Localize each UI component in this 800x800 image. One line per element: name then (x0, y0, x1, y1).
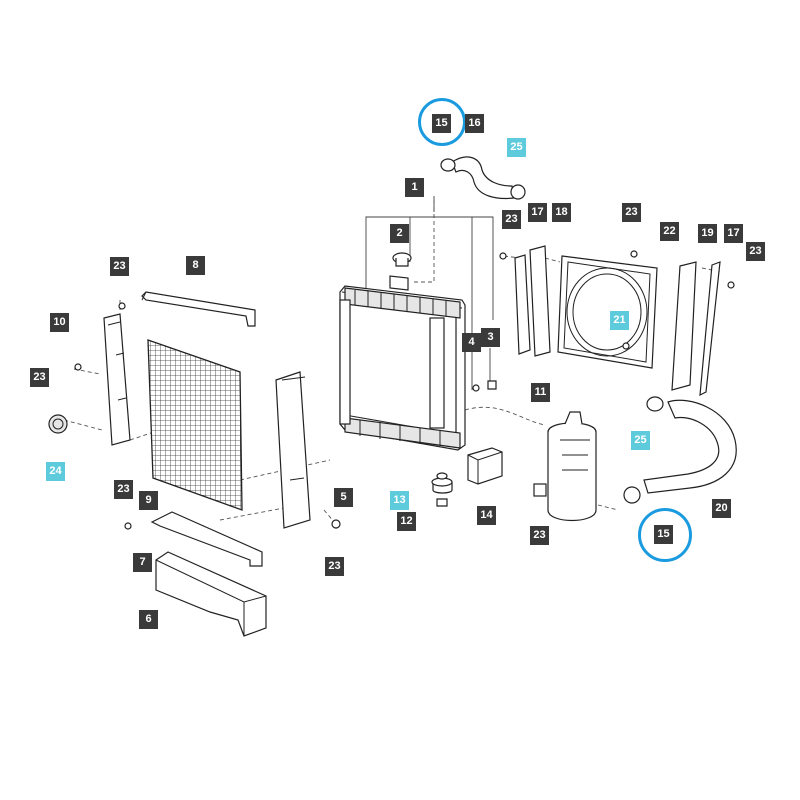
part-label-9: 9 (139, 491, 158, 510)
part-label-25: 25 (631, 431, 650, 450)
highlight-ring-bottom (638, 508, 692, 562)
part-label-24: 24 (46, 462, 65, 481)
part-label-23: 23 (110, 257, 129, 276)
radiator-cap (392, 252, 412, 267)
part-label-3: 3 (481, 328, 500, 347)
part-label-23: 23 (325, 557, 344, 576)
part-label-15: 15 (654, 525, 673, 544)
part-label-23: 23 (530, 526, 549, 545)
radiator-top-tank (344, 287, 461, 319)
part-label-23: 23 (746, 242, 765, 261)
part-label-23: 23 (30, 368, 49, 387)
radiator-bottom-tank (344, 417, 461, 449)
foam-bottom (155, 551, 267, 637)
top-bracket (118, 291, 256, 327)
radiator (339, 275, 466, 451)
foam-block (467, 447, 503, 485)
part-label-16: 16 (465, 114, 484, 133)
part-label-1: 1 (405, 178, 424, 197)
part-label-23: 23 (502, 210, 521, 229)
shroud-strips-right (671, 261, 735, 397)
knob (48, 414, 68, 434)
part-label-8: 8 (186, 256, 205, 275)
group-bracket-lines (365, 196, 494, 390)
part-label-20: 20 (712, 499, 731, 518)
bottom-bracket (124, 511, 263, 567)
rubber-mount (431, 472, 453, 507)
expansion-tank (533, 411, 597, 521)
part-label-2: 2 (390, 224, 409, 243)
part-label-22: 22 (660, 222, 679, 241)
lower-hose (623, 396, 737, 504)
part-label-13: 13 (390, 491, 409, 510)
part-label-7: 7 (133, 553, 152, 572)
part-label-23: 23 (114, 480, 133, 499)
part-label-12: 12 (397, 512, 416, 531)
part-label-17: 17 (528, 203, 547, 222)
part-label-14: 14 (477, 506, 496, 525)
side-bracket-right (275, 371, 341, 529)
part-label-6: 6 (139, 610, 158, 629)
part-label-18: 18 (552, 203, 571, 222)
part-label-10: 10 (50, 313, 69, 332)
part-label-5: 5 (334, 488, 353, 507)
highlight-ring-top (418, 98, 466, 146)
part-label-19: 19 (698, 224, 717, 243)
part-label-11: 11 (531, 383, 550, 402)
mesh-screen (147, 339, 243, 511)
fan-shroud (557, 250, 658, 369)
upper-hose (440, 156, 526, 200)
part-label-25: 25 (507, 138, 526, 157)
shroud-strips-left (499, 245, 551, 357)
mounting-bolts (472, 380, 497, 392)
part-label-23: 23 (622, 203, 641, 222)
part-label-4: 4 (462, 333, 481, 352)
part-label-15: 15 (432, 114, 451, 133)
side-bracket-left (74, 313, 131, 446)
part-label-21: 21 (610, 311, 629, 330)
part-label-17: 17 (724, 224, 743, 243)
